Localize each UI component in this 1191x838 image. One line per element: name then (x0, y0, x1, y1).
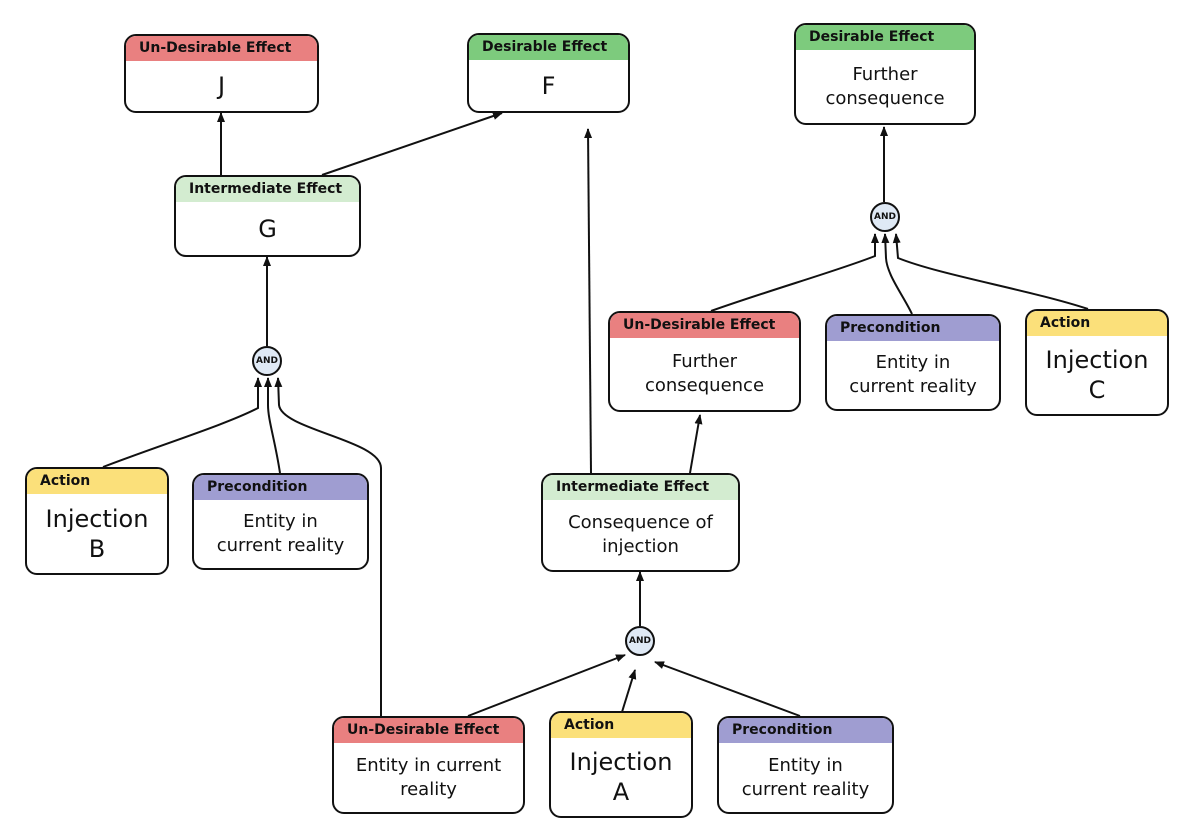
node-further-top-header: Desirable Effect (796, 25, 974, 50)
edge-precond-c-to-and-top (881, 233, 913, 315)
node-precondition-a-header: Precondition (719, 718, 892, 743)
node-entity-undesirable-body: Entity in current reality (355, 754, 502, 800)
node-injection-c-body: Injection C (1045, 346, 1149, 404)
and-gate-left: AND (252, 346, 282, 376)
node-g-body: G (258, 214, 277, 243)
node-f[interactable]: Desirable Effect F (467, 33, 630, 113)
node-injection-a-header: Action (551, 713, 691, 738)
node-consequence-body: Consequence of injection (568, 512, 713, 557)
edge-precond-a-to-and-bottom (654, 661, 801, 717)
node-further-top-body: Further consequence (825, 63, 945, 109)
edge-injection-b-to-and-left (102, 377, 262, 468)
edge-consequence-to-further-mid (689, 414, 703, 474)
node-j-body: J (217, 72, 226, 100)
and-gate-top: AND (870, 202, 900, 232)
edge-g-to-f (321, 112, 503, 176)
node-j-header: Un-Desirable Effect (126, 36, 317, 61)
node-consequence[interactable]: Intermediate Effect Consequence of injec… (541, 473, 740, 572)
edge-consequence-to-f (584, 128, 593, 474)
node-precondition-b-body: Entity in current reality (216, 511, 345, 556)
node-g[interactable]: Intermediate Effect G (174, 175, 361, 257)
node-injection-c[interactable]: Action Injection C (1025, 309, 1169, 416)
node-further-mid[interactable]: Un-Desirable Effect Further consequence (608, 311, 801, 412)
edge-entity-undesirable-to-and-bottom (467, 654, 626, 717)
node-entity-undesirable-header: Un-Desirable Effect (334, 718, 523, 743)
node-injection-b[interactable]: Action Injection B (25, 467, 169, 575)
node-f-header: Desirable Effect (469, 35, 628, 60)
and-gate-bottom: AND (625, 626, 655, 656)
node-precondition-c-body: Entity in current reality (849, 352, 977, 397)
node-injection-a[interactable]: Action Injection A (549, 711, 693, 818)
node-precondition-c-header: Precondition (827, 316, 999, 341)
edge-injection-c-to-and-top (892, 233, 1089, 310)
node-j[interactable]: Un-Desirable Effect J (124, 34, 319, 113)
node-f-body: F (541, 71, 556, 100)
node-g-header: Intermediate Effect (176, 177, 359, 202)
node-precondition-a-body: Entity in current reality (741, 754, 870, 800)
node-injection-b-body: Injection B (45, 504, 149, 563)
edge-precond-b-to-and-left (264, 377, 281, 474)
node-precondition-a[interactable]: Precondition Entity in current reality (717, 716, 894, 814)
node-further-top[interactable]: Desirable Effect Further consequence (794, 23, 976, 125)
edge-further-mid-to-and-top (710, 233, 879, 312)
node-injection-a-body: Injection A (569, 748, 673, 806)
node-injection-c-header: Action (1027, 311, 1167, 336)
node-precondition-b[interactable]: Precondition Entity in current reality (192, 473, 369, 570)
node-injection-b-header: Action (27, 469, 167, 494)
node-further-mid-header: Un-Desirable Effect (610, 313, 799, 338)
edge-injection-a-to-and-bottom (621, 669, 637, 713)
edge-entity-undesirable-to-and-left (274, 377, 382, 717)
node-entity-undesirable[interactable]: Un-Desirable Effect Entity in current re… (332, 716, 525, 814)
node-precondition-b-header: Precondition (194, 475, 367, 500)
node-precondition-c[interactable]: Precondition Entity in current reality (825, 314, 1001, 411)
node-further-mid-body: Further consequence (644, 351, 765, 396)
node-consequence-header: Intermediate Effect (543, 475, 738, 500)
